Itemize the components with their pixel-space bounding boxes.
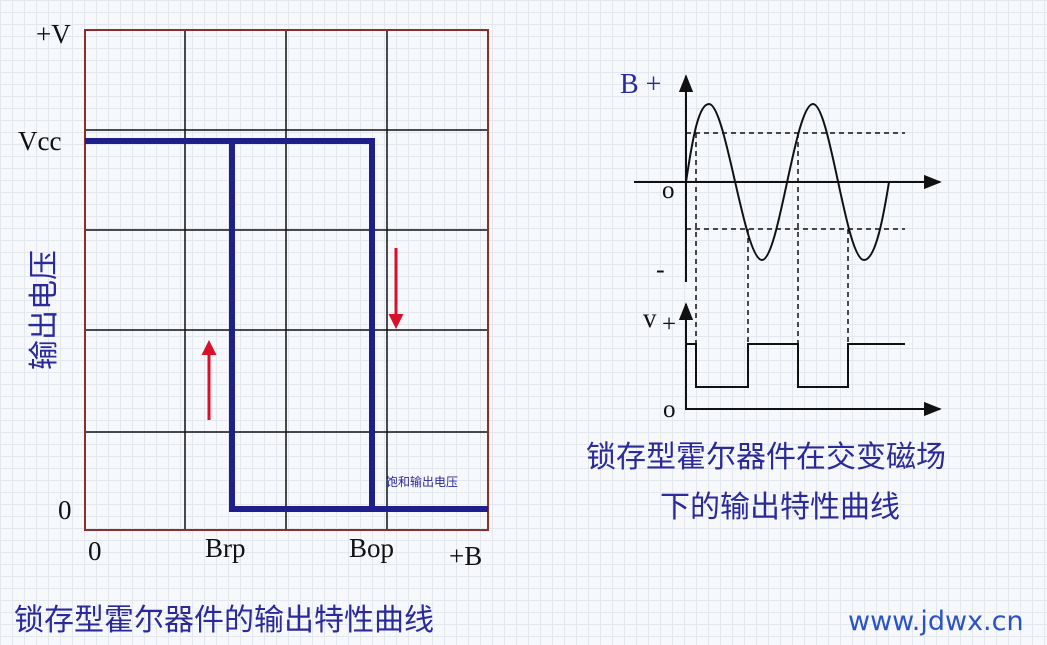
- sine-wave: [685, 102, 890, 262]
- right-caption-line2: 下的输出特性曲线: [660, 490, 900, 525]
- chart-frame: [84, 29, 489, 531]
- saturation-label: 饱和输出电压: [386, 474, 458, 489]
- v-plus-label: +: [662, 311, 676, 338]
- b-label: B +: [620, 69, 661, 100]
- y-vcc-label: Vcc: [18, 126, 61, 156]
- x-bop-label: Bop: [349, 533, 394, 563]
- output-curve: [85, 138, 488, 512]
- v-origin-label: o: [663, 396, 676, 423]
- hysteresis-chart: +V Vcc 0 输出电压 0 Brp Bop +B 饱和输出电压 锁存型霍尔器…: [14, 19, 489, 638]
- waveform-diagram: B + o - v + o 锁存型霍尔器件在交变磁场 下的输出特性曲线: [586, 69, 946, 525]
- grid-lines: [85, 30, 488, 530]
- left-caption: 锁存型霍尔器件的输出特性曲线: [14, 603, 434, 638]
- y-zero-label: 0: [58, 495, 72, 525]
- y-top-label: +V: [36, 19, 71, 49]
- watermark: www.jdwx.cn: [848, 606, 1024, 637]
- v-label: v: [643, 303, 657, 333]
- minus-label: -: [656, 255, 665, 284]
- x-brp-label: Brp: [205, 533, 246, 563]
- y-axis-title: 输出电压: [27, 250, 62, 370]
- origin-label: o: [662, 177, 675, 204]
- x-end-label: +B: [449, 541, 482, 571]
- square-wave: [686, 343, 905, 388]
- right-caption-line1: 锁存型霍尔器件在交变磁场: [586, 440, 946, 475]
- x-zero-label: 0: [88, 536, 102, 566]
- projection-lines: [695, 133, 849, 387]
